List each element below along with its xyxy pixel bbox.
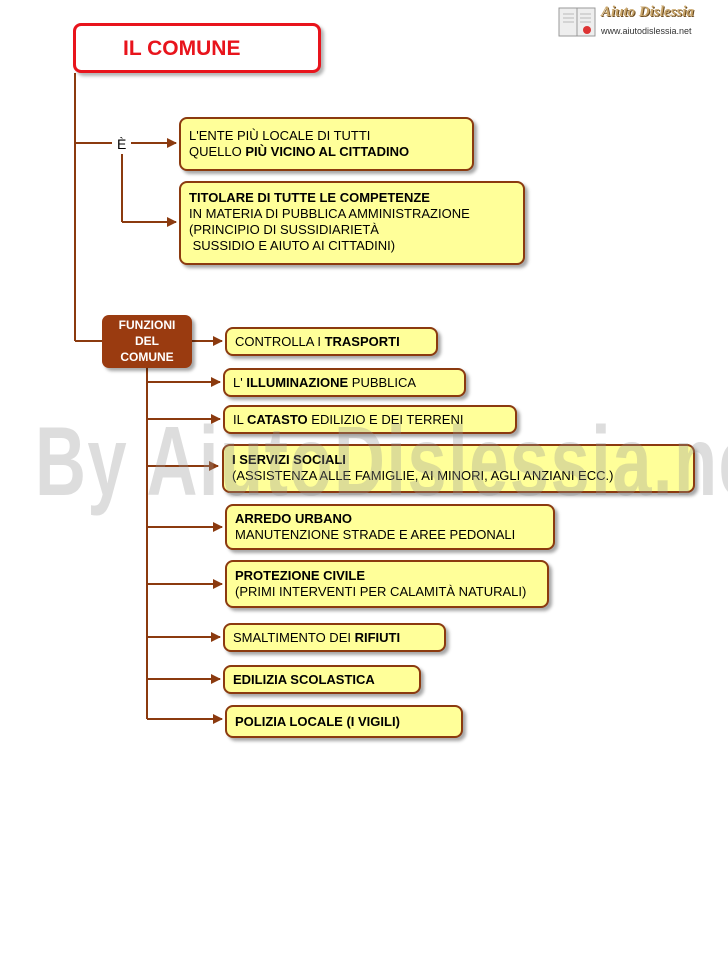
- function-item-8-bold: EDILIZIA SCOLASTICA: [233, 672, 375, 687]
- function-item-5: ARREDO URBANO MANUTENZIONE STRADE E AREE…: [225, 504, 555, 550]
- function-item-5-line1: ARREDO URBANO: [235, 511, 545, 527]
- function-item-5-line2: MANUTENZIONE STRADE E AREE PEDONALI: [235, 527, 516, 542]
- definition-box-2-line2: IN MATERIA DI PUBBLICA AMMINISTRAZIONE: [189, 206, 470, 221]
- function-item-9-bold: POLIZIA LOCALE (I VIGILI): [235, 714, 400, 729]
- definition-box-2-line4: SUSSIDIO E AIUTO AI CITTADINI): [189, 238, 396, 253]
- definition-box-1-line1: L'ENTE PIÙ LOCALE DI TUTTI: [189, 128, 371, 143]
- function-item-4-bold: I SERVIZI SOCIALI: [232, 452, 346, 467]
- definition-box-1-line2: QUELLO PIÙ VICINO AL CITTADINO: [189, 144, 464, 160]
- functions-header-line1: FUNZIONI: [118, 318, 176, 332]
- function-item-7: SMALTIMENTO DEI RIFIUTI: [223, 623, 446, 652]
- function-item-3-bold: CATASTO: [246, 412, 308, 427]
- function-item-8: EDILIZIA SCOLASTICA: [223, 665, 421, 694]
- functions-header-line2: DEL: [135, 334, 159, 348]
- definition-box-2: TITOLARE DI TUTTE LE COMPETENZE IN MATER…: [179, 181, 525, 265]
- definition-box-1-line2-bold: PIÙ VICINO AL CITTADINO: [245, 144, 410, 159]
- function-item-2: L' ILLUMINAZIONE PUBBLICA: [223, 368, 466, 397]
- function-item-4-line1: I SERVIZI SOCIALI: [232, 452, 685, 468]
- function-item-2-pre: L': [233, 375, 247, 390]
- diagram-title: IL COMUNE: [73, 23, 321, 73]
- function-item-3: IL CATASTO EDILIZIO E DEI TERRENI: [223, 405, 517, 434]
- function-item-3-pre: IL: [233, 412, 247, 427]
- logo-brand: Aiuto Dislessia: [601, 4, 694, 20]
- function-item-1: CONTROLLA I TRASPORTI: [225, 327, 438, 356]
- site-logo: Aiuto Dislessia www.aiutodislessia.net: [557, 4, 722, 40]
- definition-box-1: L'ENTE PIÙ LOCALE DI TUTTI QUELLO PIÙ VI…: [179, 117, 474, 171]
- function-item-3-post: EDILIZIO E DEI TERRENI: [307, 412, 464, 427]
- function-item-7-pre: SMALTIMENTO DEI: [233, 630, 355, 645]
- book-icon: [558, 7, 596, 37]
- function-item-6-line2: (PRIMI INTERVENTI PER CALAMITÀ NATURALI): [235, 584, 527, 599]
- e-label: È: [117, 136, 127, 152]
- function-item-7-bold: RIFIUTI: [354, 630, 401, 645]
- functions-header: FUNZIONI DEL COMUNE: [102, 315, 192, 368]
- definition-box-2-line3: (PRINCIPIO DI SUSSIDIARIETÀ: [189, 222, 379, 237]
- definition-box-1-line2-plain: QUELLO: [189, 144, 246, 159]
- function-item-2-bold: ILLUMINAZIONE: [246, 375, 349, 390]
- function-item-6-bold: PROTEZIONE CIVILE: [235, 568, 366, 583]
- function-item-1-bold: TRASPORTI: [324, 334, 400, 349]
- definition-box-2-line1-bold: TITOLARE DI TUTTE LE COMPETENZE: [189, 190, 430, 205]
- function-item-4: I SERVIZI SOCIALI (ASSISTENZA ALLE FAMIG…: [222, 444, 695, 493]
- function-item-5-bold: ARREDO URBANO: [235, 511, 352, 526]
- function-item-2-post: PUBBLICA: [348, 375, 417, 390]
- functions-header-line3: COMUNE: [120, 350, 174, 364]
- logo-url: www.aiutodislessia.net: [601, 26, 692, 36]
- function-item-6: PROTEZIONE CIVILE (PRIMI INTERVENTI PER …: [225, 560, 549, 608]
- function-item-1-pre: CONTROLLA I: [235, 334, 325, 349]
- function-item-9: POLIZIA LOCALE (I VIGILI): [225, 705, 463, 738]
- function-item-4-line2: (ASSISTENZA ALLE FAMIGLIE, AI MINORI, AG…: [232, 468, 614, 483]
- function-item-6-line1: PROTEZIONE CIVILE: [235, 568, 539, 584]
- definition-box-2-line1: TITOLARE DI TUTTE LE COMPETENZE: [189, 190, 515, 206]
